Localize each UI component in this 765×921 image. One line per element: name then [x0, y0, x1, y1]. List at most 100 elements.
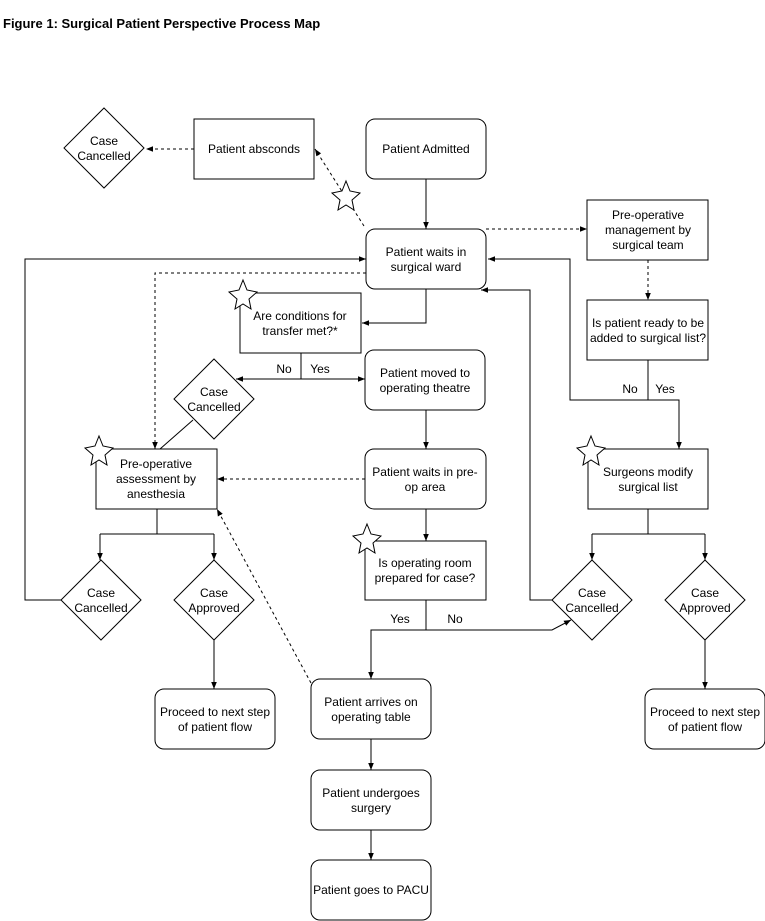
- connectors: [24, 146, 708, 860]
- node-line: Cancelled: [77, 149, 130, 163]
- node-line: op area: [405, 480, 446, 494]
- edge-or-yes: [368, 629, 426, 679]
- edge-or-no: [426, 619, 572, 631]
- node-line: assessment by: [116, 472, 196, 486]
- node-line: Patient arrives on: [324, 695, 417, 709]
- edge-ready-no: [488, 256, 648, 401]
- node-line: Patient undergoes: [322, 786, 419, 800]
- edge-cancelled-mid-to-assessment: [159, 419, 194, 450]
- node-line: Cancelled: [187, 400, 240, 414]
- star-icon: [575, 434, 607, 467]
- label-transfer-yes: Yes: [310, 362, 330, 376]
- svg-text:Patient goes to PACU: Patient goes to PACU: [313, 883, 429, 897]
- node-line: Approved: [679, 601, 730, 615]
- label-list-yes: Yes: [655, 382, 675, 396]
- node-line: Patient Admitted: [382, 142, 469, 156]
- node-line: Cancelled: [565, 601, 618, 615]
- label-list-no: No: [622, 382, 638, 396]
- node-line: Surgeons modify: [603, 465, 693, 479]
- figure-title: Figure 1: Surgical Patient Perspective P…: [3, 16, 321, 31]
- edge-ready-yes: [648, 399, 682, 449]
- label-or-no: No: [447, 612, 463, 626]
- edge-cancelled-left-to-ward: [24, 256, 366, 601]
- node-line: anesthesia: [127, 487, 185, 501]
- node-line: Approved: [188, 601, 239, 615]
- node-goes-pacu: Patient goes to PACU: [310, 859, 432, 921]
- node-line: Patient waits in: [386, 245, 467, 259]
- node-line: operating theatre: [380, 381, 471, 395]
- node-line: Case: [691, 586, 719, 600]
- node-line: Patient waits in pre-: [372, 465, 477, 479]
- node-line: Pre-operative: [120, 457, 192, 471]
- node-line: Proceed to next step: [160, 705, 270, 719]
- node-line: added to surgical list?: [590, 331, 706, 345]
- node-line: Proceed to next step: [650, 705, 760, 719]
- node-line: Is operating room: [378, 556, 471, 570]
- node-line: Case: [87, 586, 115, 600]
- edge-ward-to-assessment: [152, 272, 366, 449]
- node-line: surgical list: [618, 480, 678, 494]
- node-line: Patient moved to: [380, 366, 470, 380]
- node-line: management by: [605, 223, 691, 237]
- node-line: surgery: [351, 801, 391, 815]
- node-line: operating table: [331, 710, 411, 724]
- node-patient-admitted: Patient Admitted: [365, 118, 487, 180]
- node-line: Are conditions for: [253, 309, 346, 323]
- node-patient-absconds: Patient absconds: [193, 118, 315, 180]
- node-line: Case: [200, 385, 228, 399]
- node-line: Case: [90, 134, 118, 148]
- svg-text:Patient Admitted: Patient Admitted: [382, 142, 469, 156]
- node-line: surgical team: [612, 238, 683, 252]
- node-line: Pre-operative: [612, 208, 684, 222]
- label-or-yes: Yes: [390, 612, 410, 626]
- star-icon: [351, 522, 383, 555]
- star-icon: [330, 179, 362, 212]
- svg-text:Patient waits in pre-op area: Patient waits in pre-op area: [372, 465, 477, 494]
- node-line: Patient goes to PACU: [313, 883, 429, 897]
- edge-assessment-split: [100, 509, 214, 535]
- node-line: Is patient ready to be: [592, 316, 704, 330]
- svg-text:Patient absconds: Patient absconds: [208, 142, 300, 156]
- node-line: transfer met?*: [262, 324, 338, 338]
- node-line: prepared for case?: [375, 571, 476, 585]
- edge-ward-to-conditions: [362, 289, 427, 326]
- node-line: Cancelled: [74, 601, 127, 615]
- star-icon: [83, 434, 115, 467]
- node-line: of patient flow: [668, 720, 742, 734]
- edge-surgeons-split: [592, 509, 705, 535]
- label-transfer-no: No: [276, 362, 292, 376]
- edge-table-to-assessment: [216, 508, 312, 684]
